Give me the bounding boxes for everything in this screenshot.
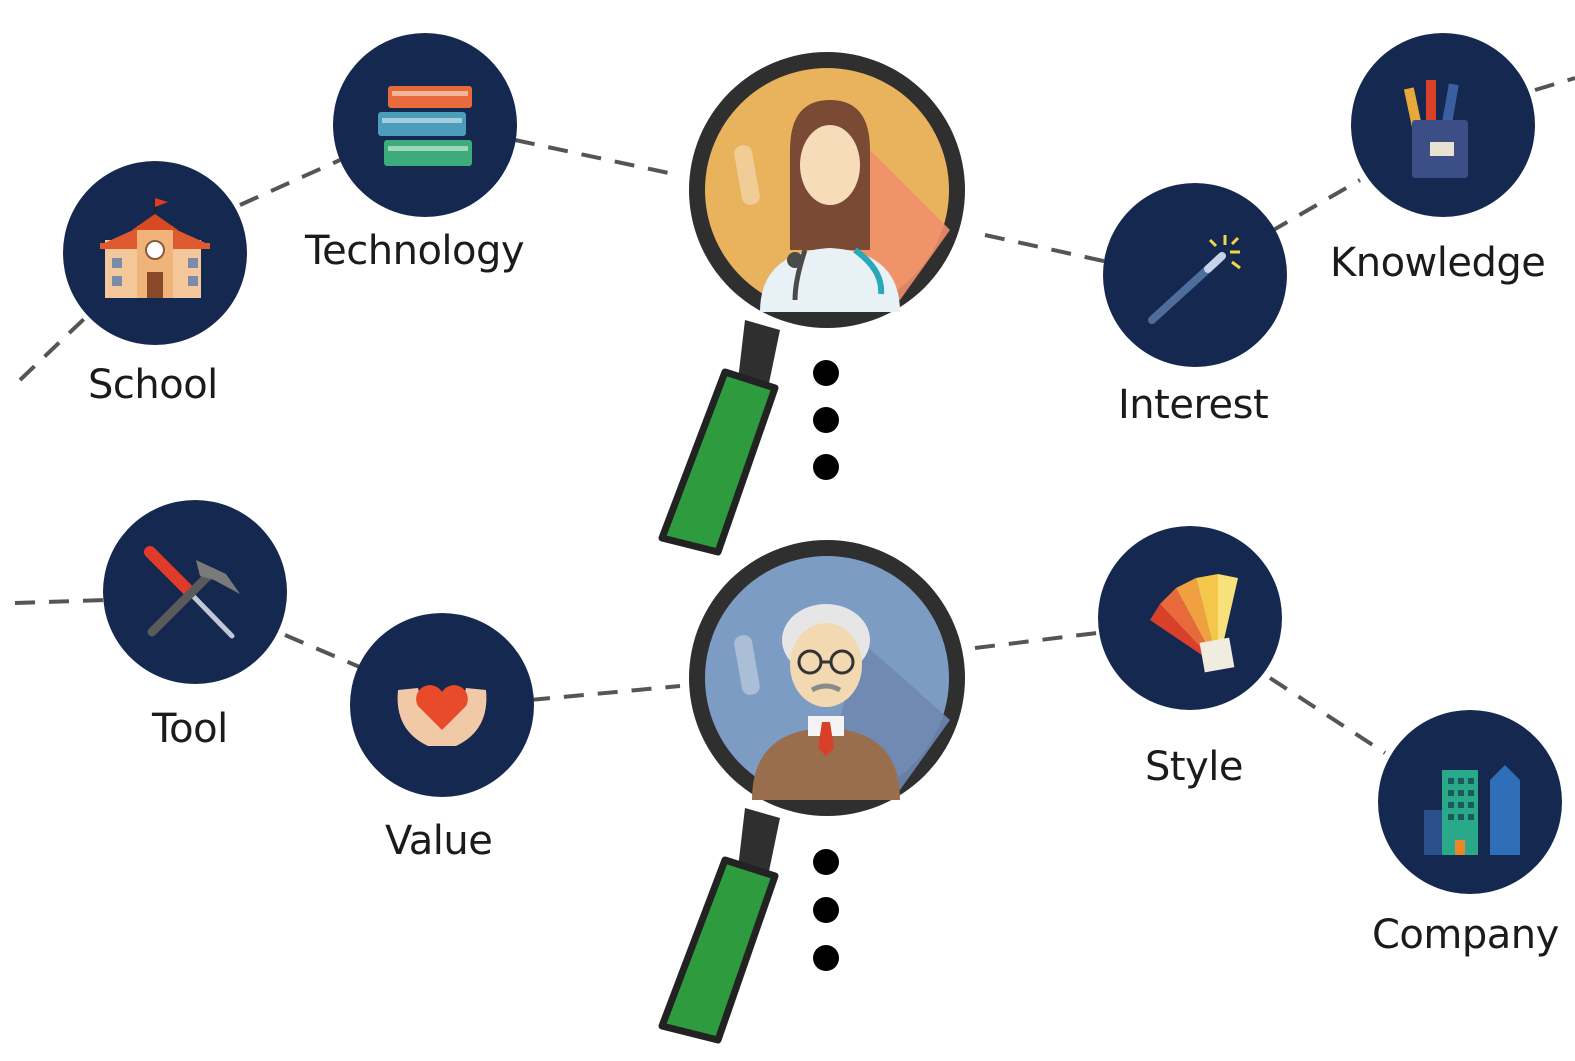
magnifier-elder: [658, 540, 965, 1044]
ellipsis-dot: [813, 849, 839, 875]
label-technology: Technology: [305, 228, 525, 274]
pencil-cup-icon: [1403, 80, 1468, 178]
connector-edge-tool: [14, 598, 109, 605]
label-tool: Tool: [152, 706, 228, 752]
ellipsis-dot: [813, 897, 839, 923]
connector-value-elder: [529, 684, 681, 702]
connector-technology-doctor: [514, 138, 679, 177]
heart-in-hands-icon: [397, 685, 487, 746]
magic-wand-icon: [1148, 235, 1241, 324]
doctor-avatar-icon: [734, 100, 950, 312]
ellipsis-dot: [813, 454, 839, 480]
connector-knowledge-edge: [1534, 76, 1575, 92]
ellipsis-dot: [813, 945, 839, 971]
magnifier-doctor: [658, 52, 965, 556]
node-school: [63, 161, 247, 345]
node-style: [1098, 526, 1282, 710]
connector-elder-style: [974, 630, 1106, 650]
node-tool: [103, 500, 287, 684]
connector-doctor-interest: [984, 233, 1109, 264]
ellipsis-dot: [813, 360, 839, 386]
label-knowledge: Knowledge: [1330, 240, 1546, 286]
connector-school-technology: [239, 158, 341, 207]
hammer-screwdriver-icon: [144, 546, 240, 639]
magnifier-handle: [658, 808, 780, 1044]
node-knowledge: [1351, 33, 1535, 217]
connector-style-company: [1268, 676, 1387, 755]
label-interest: Interest: [1118, 382, 1269, 428]
connector-interest-knowledge: [1268, 178, 1362, 234]
label-value: Value: [385, 818, 493, 864]
books-icon: [378, 86, 472, 166]
node-technology: [333, 33, 517, 217]
ellipsis-dot: [813, 407, 839, 433]
connectors: [14, 76, 1575, 755]
elderly-man-avatar-icon: [734, 604, 950, 800]
connector-edge-school: [18, 316, 87, 382]
node-value: [350, 613, 534, 797]
label-style: Style: [1145, 744, 1243, 790]
node-interest: [1103, 183, 1287, 367]
label-company: Company: [1372, 912, 1559, 958]
label-school: School: [88, 362, 218, 408]
connector-tool-value: [284, 633, 363, 670]
school-building-icon: [100, 198, 210, 298]
magnifier-handle: [658, 320, 780, 556]
office-buildings-icon: [1424, 765, 1520, 855]
node-company: [1378, 710, 1562, 894]
color-swatch-fan-icon: [1150, 574, 1238, 673]
